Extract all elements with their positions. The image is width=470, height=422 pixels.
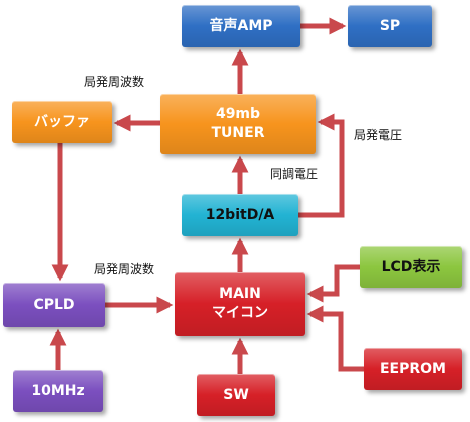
cpld-block: CPLD <box>3 283 105 327</box>
buffer-block: バッファ <box>12 101 112 143</box>
tuner-block: 49mb TUNER <box>160 94 316 154</box>
mcu-label: マイコン <box>212 305 268 321</box>
main-label: MAIN <box>219 286 261 302</box>
lo-voltage-label: 局発電圧 <box>354 128 403 142</box>
oscillator-label: 10MHz <box>31 382 85 399</box>
tuner-label: TUNER <box>211 125 265 141</box>
tuner-band-label: 49mb <box>215 106 261 122</box>
speaker-block: SP <box>348 5 432 47</box>
arrow-eeprom-to-main <box>306 305 364 372</box>
arrow-lcd-to-main <box>306 264 360 303</box>
dac-label: 12bitD/A <box>205 206 275 223</box>
eeprom-block: EEPROM <box>364 348 462 390</box>
eeprom-label: EEPROM <box>379 360 446 377</box>
switch-block: SW <box>197 374 275 416</box>
lo-frequency-label-top: 局発周波数 <box>84 75 145 89</box>
main-mcu-block: MAIN マイコン <box>175 272 305 336</box>
lcd-display-block: LCD表示 <box>360 246 462 288</box>
arrow-dac-to-tuner-lo-voltage <box>298 113 345 218</box>
lo-frequency-label-mid: 局発周波数 <box>94 262 155 276</box>
speaker-label: SP <box>379 17 401 34</box>
audio-amp-label: 音声AMP <box>209 17 273 34</box>
audio-amp-block: 音声AMP <box>182 5 300 47</box>
lcd-label: LCD表示 <box>381 258 441 275</box>
buffer-label: バッファ <box>34 113 90 130</box>
tuning-voltage-label: 同調電圧 <box>270 167 319 181</box>
dac-block: 12bitD/A <box>182 194 298 236</box>
oscillator-block: 10MHz <box>13 370 103 412</box>
switch-label: SW <box>223 386 249 403</box>
cpld-label: CPLD <box>33 296 75 313</box>
